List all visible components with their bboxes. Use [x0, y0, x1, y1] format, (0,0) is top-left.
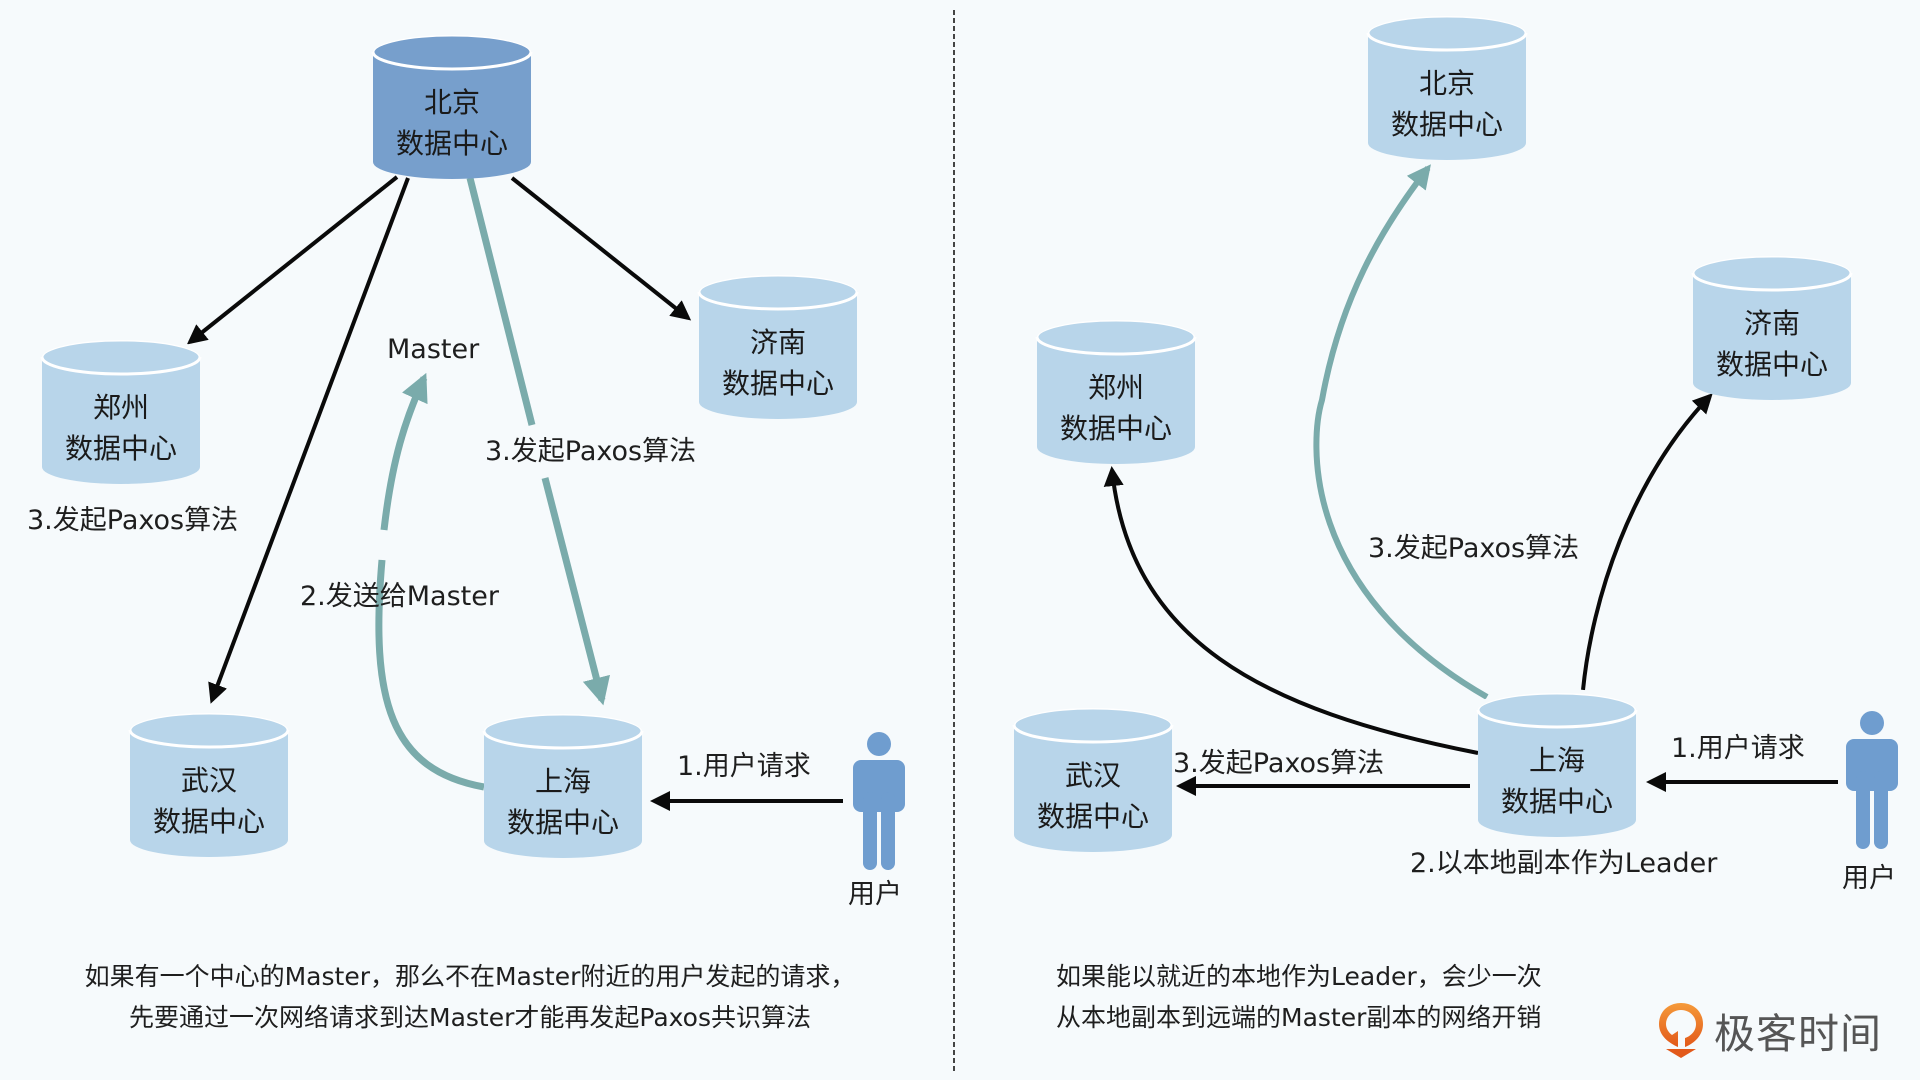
cylinder-top-edge	[1474, 689, 1640, 711]
caption-right: 如果能以就近的本地作为Leader，会少一次 从本地副本到远端的Master副本…	[1056, 956, 1542, 1038]
label-local-leader: 2.以本地副本作为Leader	[1410, 848, 1718, 879]
cylinder-city-label: 济南	[750, 326, 806, 359]
cylinder-body	[130, 730, 288, 857]
cylinder-sub-label: 数据中心	[1060, 412, 1172, 445]
caption-left: 如果有一个中心的Master，那么不在Master附近的用户发起的请求， 先要通…	[50, 956, 890, 1038]
label-user-request-right: 1.用户请求	[1671, 733, 1805, 764]
cylinder-top-edge	[38, 336, 204, 358]
cylinder-top-edge	[1033, 316, 1199, 338]
cylinder-body	[1368, 33, 1526, 160]
cylinder-body	[484, 731, 642, 858]
user-icon-left	[853, 732, 905, 870]
label-user-request-left: 1.用户请求	[677, 751, 811, 782]
geektime-logo: 极客时间	[1656, 1000, 1882, 1060]
label-user-left: 用户	[848, 879, 902, 910]
cylinder-sub-label: 数据中心	[1716, 348, 1828, 381]
cylinder-top-edge	[1689, 252, 1855, 274]
arrow-shanghai-to-zhengzhou-right	[1103, 466, 1479, 755]
arrow-beijing-to-jinan	[510, 176, 692, 321]
cylinder-body	[699, 292, 857, 419]
label-paxos-top-right: 3.发起Paxos算法	[1368, 533, 1579, 564]
cylinder-sub-label: 数据中心	[722, 367, 834, 400]
caption-right-line-2: 从本地副本到远端的Master副本的网络开销	[1056, 1003, 1542, 1032]
label-master: Master	[387, 334, 480, 365]
label-send-to-master: 2.发送给Master	[300, 581, 500, 612]
label-paxos-center: 3.发起Paxos算法	[485, 436, 696, 467]
cylinder-top-edge	[480, 710, 646, 732]
cylinder-body	[373, 52, 531, 179]
cylinder-body	[42, 357, 200, 484]
cylinder-top-edge	[1364, 12, 1530, 34]
cylinder-city-label: 上海	[1529, 744, 1585, 777]
label-paxos-wuhan-right: 3.发起Paxos算法	[1173, 748, 1384, 779]
cylinder-sub-label: 数据中心	[1391, 108, 1503, 141]
caption-right-line-1: 如果能以就近的本地作为Leader，会少一次	[1056, 962, 1542, 991]
cylinder-city-label: 济南	[1744, 307, 1800, 340]
cylinder-city-label: 郑州	[1088, 371, 1144, 404]
arrow-shanghai-to-master	[375, 378, 485, 791]
left-arrows	[186, 175, 843, 811]
arrow-shanghai-to-beijing-right	[1313, 164, 1489, 700]
cylinder-city-label: 北京	[424, 86, 480, 119]
cylinder-sub-label: 数据中心	[507, 806, 619, 839]
cylinder-sub-label: 数据中心	[153, 805, 265, 838]
geektime-logo-icon	[1659, 1003, 1703, 1058]
arrow-beijing-to-zhengzhou	[186, 175, 399, 345]
arrow-beijing-to-shanghai	[466, 177, 602, 700]
cylinder-body	[1693, 273, 1851, 400]
arrow-shanghai-to-jinan-right	[1581, 393, 1713, 691]
cylinder-sub-label: 数据中心	[396, 127, 508, 160]
right-arrows	[1103, 164, 1838, 796]
cylinder-top-edge	[695, 271, 861, 293]
cylinder-city-label: 武汉	[1065, 759, 1121, 792]
caption-left-line-1: 如果有一个中心的Master，那么不在Master附近的用户发起的请求，	[84, 962, 856, 991]
logo-text: 极客时间	[1714, 1010, 1882, 1058]
label-user-right: 用户	[1842, 863, 1896, 894]
user-icon-right	[1846, 711, 1898, 849]
cylinder-body	[1037, 337, 1195, 464]
cylinder-sub-label: 数据中心	[1037, 800, 1149, 833]
cylinder-city-label: 上海	[535, 765, 591, 798]
arrow-beijing-to-wuhan	[208, 177, 410, 704]
cylinder-city-label: 北京	[1419, 67, 1475, 100]
label-paxos-left: 3.发起Paxos算法	[27, 505, 238, 536]
cylinder-city-label: 郑州	[93, 391, 149, 424]
cylinder-top-edge	[126, 709, 292, 731]
cylinder-top-edge	[1010, 704, 1176, 726]
cylinder-top-edge	[369, 31, 535, 53]
cylinder-body	[1478, 710, 1636, 837]
cylinder-city-label: 武汉	[181, 764, 237, 797]
caption-left-line-2: 先要通过一次网络请求到达Master才能再发起Paxos共识算法	[129, 1003, 811, 1032]
cylinder-sub-label: 数据中心	[65, 432, 177, 465]
cylinder-sub-label: 数据中心	[1501, 785, 1613, 818]
cylinder-body	[1014, 725, 1172, 852]
